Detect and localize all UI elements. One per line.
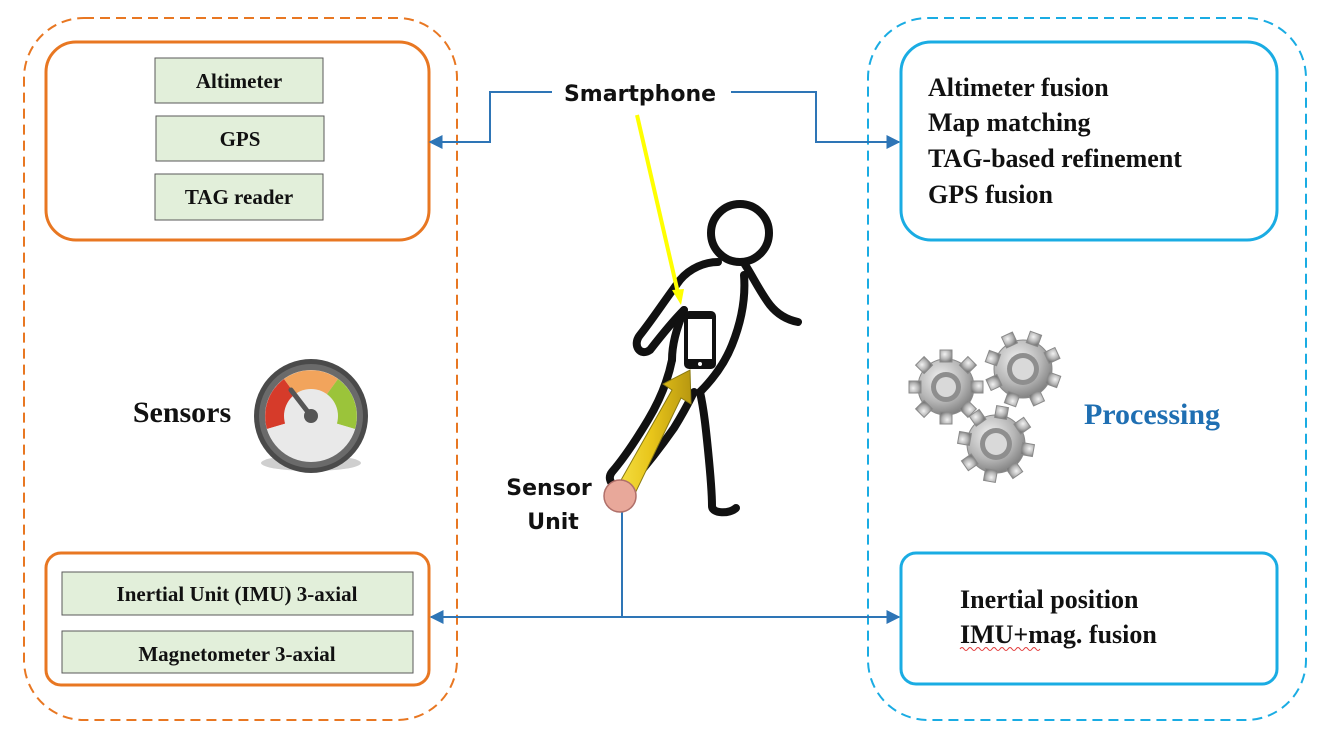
walking-person-icon <box>606 200 802 517</box>
connector-smartphone-to-sensors <box>428 91 552 149</box>
gauge-icon <box>254 359 368 473</box>
sensor-unit-dot <box>603 479 637 513</box>
sensor-unit-arrow <box>611 369 692 509</box>
sensor-unit-label-line2: Unit <box>527 510 579 535</box>
processing-item-tag-refinement: TAG-based refinement <box>928 144 1182 173</box>
smartphone-label: Smartphone <box>564 82 716 107</box>
svg-text:Inertial Unit (IMU) 3-axial: Inertial Unit (IMU) 3-axial <box>117 582 358 606</box>
sensor-unit-label-line1: Sensor <box>506 476 592 501</box>
processing-item-inertial-position: Inertial position <box>960 585 1139 614</box>
smartphone-icon <box>684 311 716 369</box>
svg-text:Altimeter: Altimeter <box>196 69 282 93</box>
processing-title: Processing <box>1084 398 1220 431</box>
processing-item-map-matching: Map matching <box>928 108 1091 137</box>
sensors-panel <box>23 17 458 721</box>
processing-item-imu-mag-fusion: IMU+mag. fusion <box>960 620 1157 649</box>
svg-text:Magnetometer 3-axial: Magnetometer 3-axial <box>138 642 335 666</box>
connector-smartphone-to-processing <box>731 91 901 149</box>
processing-item-gps-fusion: GPS fusion <box>928 180 1054 209</box>
processing-bottom-group <box>899 551 1279 686</box>
sensors-title: Sensors <box>133 396 231 429</box>
gears-icon <box>908 330 1062 484</box>
svg-text:GPS: GPS <box>220 127 261 151</box>
sensor-item-altimeter: Altimeter <box>154 57 324 104</box>
sensor-item-magnetometer: Magnetometer 3-axial <box>61 630 414 674</box>
processing-top-group <box>899 40 1279 242</box>
sensor-item-imu: Inertial Unit (IMU) 3-axial <box>61 571 414 616</box>
svg-text:TAG reader: TAG reader <box>185 185 293 209</box>
sensor-item-gps: GPS <box>155 115 325 162</box>
processing-item-altimeter-fusion: Altimeter fusion <box>928 73 1109 102</box>
spellcheck-underline <box>959 647 1041 651</box>
smartphone-pointer-arrow <box>635 114 684 305</box>
sensor-item-tag-reader: TAG reader <box>154 173 324 221</box>
